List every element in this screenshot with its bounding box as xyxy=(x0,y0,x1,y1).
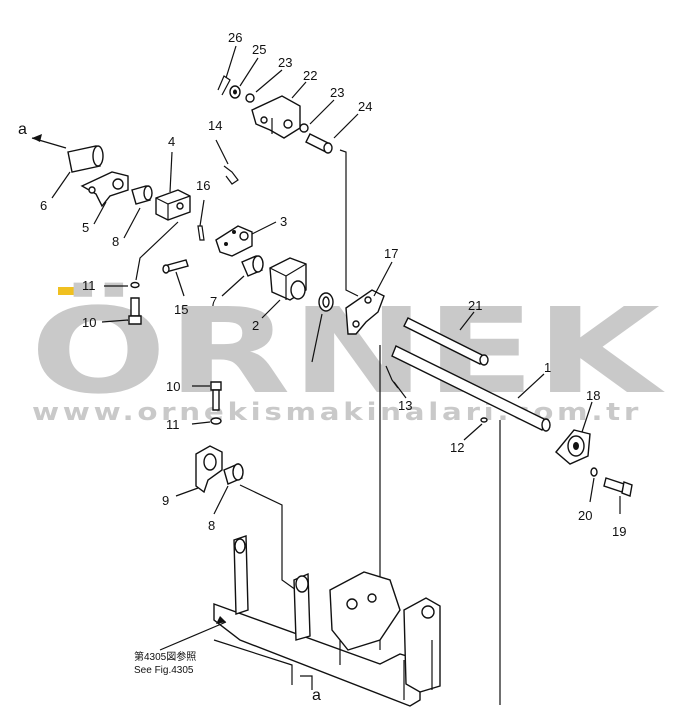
part-25-washer xyxy=(229,85,241,99)
part-8-bushing-lower xyxy=(223,463,244,485)
watermark-accent-mark xyxy=(58,287,80,295)
label-11-top: 11 xyxy=(82,278,96,293)
label-24: 24 xyxy=(358,99,372,114)
label-2: 2 xyxy=(252,318,259,333)
label-21: 21 xyxy=(468,298,482,313)
watermark: ÖRNEK www.ornekismakinalari.com.tr xyxy=(30,282,666,426)
frame-lines xyxy=(135,149,501,705)
part-11-washer-top xyxy=(130,281,140,289)
part-23-bushing-right xyxy=(299,123,309,133)
part-24-collar xyxy=(305,133,333,154)
label-7: 7 xyxy=(210,294,217,309)
label-12: 12 xyxy=(450,440,464,455)
part-7-bushing xyxy=(241,255,264,277)
part-10-bolt-top xyxy=(128,297,142,325)
label-16: 16 xyxy=(196,178,210,193)
label-10-mid: 10 xyxy=(166,379,180,394)
part-9-lever xyxy=(195,445,223,494)
part-3-clamp xyxy=(215,225,253,257)
part-12-pin xyxy=(480,417,488,423)
label-23-right: 23 xyxy=(330,85,344,100)
part-23-bushing-top xyxy=(245,93,255,103)
label-3: 3 xyxy=(280,214,287,229)
part-15-pin xyxy=(162,259,189,274)
part-2-holder xyxy=(269,257,307,301)
part-16-pin xyxy=(197,225,205,241)
label-20: 20 xyxy=(578,508,592,523)
label-22: 22 xyxy=(303,68,317,83)
part-18-flange-bearing xyxy=(555,429,591,465)
label-5: 5 xyxy=(82,220,89,235)
label-1: 1 xyxy=(544,360,551,375)
label-8-lower: 8 xyxy=(208,518,215,533)
label-11-mid: 11 xyxy=(166,417,180,432)
label-15: 15 xyxy=(174,302,188,317)
label-18: 18 xyxy=(586,388,600,403)
label-a-bottom: a xyxy=(312,687,321,704)
label-4: 4 xyxy=(168,134,175,149)
label-25: 25 xyxy=(252,42,266,57)
part-8-bushing-left xyxy=(131,185,153,205)
callout-labels: 26 25 23 22 23 24 a 14 4 16 3 6 5 8 17 1… xyxy=(18,30,626,704)
part-6-sleeve xyxy=(67,145,104,173)
note-japanese: 第4305図参照 xyxy=(134,650,196,663)
label-26: 26 xyxy=(228,30,242,45)
part-10-bolt-mid xyxy=(210,381,222,411)
part-19-bolt xyxy=(603,477,633,497)
label-17: 17 xyxy=(384,246,398,261)
part-1-shaft xyxy=(391,345,551,432)
label-10-top: 10 xyxy=(82,315,96,330)
base-frame-assembly xyxy=(213,535,441,707)
watermark-url: www.ornekismakinalari.com.tr xyxy=(32,398,642,426)
label-6: 6 xyxy=(40,198,47,213)
part-17-bracket xyxy=(345,289,385,335)
part-11-washer-mid xyxy=(210,417,222,425)
leader-lines xyxy=(51,45,621,690)
part-14-clip xyxy=(223,165,239,185)
note-see-fig: See Fig.4305 xyxy=(134,665,194,676)
part-26-pin xyxy=(217,75,231,96)
label-23-top: 23 xyxy=(278,55,292,70)
label-a-top: a xyxy=(18,121,27,138)
part-22-bracket xyxy=(251,95,301,139)
label-9: 9 xyxy=(162,493,169,508)
reference-note: 第4305図参照 See Fig.4305 xyxy=(134,650,196,676)
arrow-a-top xyxy=(31,134,67,149)
part-21-shaft xyxy=(403,317,489,366)
label-19: 19 xyxy=(612,524,626,539)
part-bushing-center xyxy=(318,292,334,312)
arrow-to-base xyxy=(216,616,226,624)
label-13: 13 xyxy=(398,398,412,413)
part-5-lever xyxy=(80,171,129,208)
part-20-washer xyxy=(590,467,598,477)
part-4-block xyxy=(155,189,191,221)
label-8-left: 8 xyxy=(112,234,119,249)
label-14: 14 xyxy=(208,118,222,133)
